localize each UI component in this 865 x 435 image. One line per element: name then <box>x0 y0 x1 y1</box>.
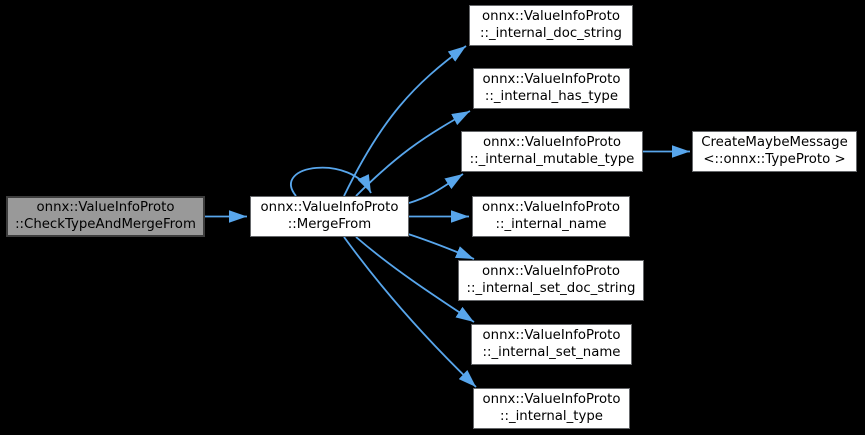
node-internal-doc-string[interactable]: onnx::ValueInfoProto ::_internal_doc_str… <box>469 5 633 46</box>
edge-mergefrom-to-internal-mutable-type <box>408 173 464 204</box>
node-internal-mutable-type[interactable]: onnx::ValueInfoProto ::_internal_mutable… <box>461 131 643 172</box>
edge-mergefrom-to-internal-doc-string <box>343 45 467 197</box>
node-mergefrom[interactable]: onnx::ValueInfoProto ::MergeFrom <box>250 196 409 237</box>
node-label-line: ::CheckTypeAndMergeFrom <box>15 216 196 232</box>
node-label-line: <::onnx::TypeProto > <box>703 151 846 167</box>
node-label-line: ::_internal_name <box>495 216 607 232</box>
node-label-line: onnx::ValueInfoProto <box>483 135 621 150</box>
node-label-line: onnx::ValueInfoProto <box>482 392 621 407</box>
node-label-line: onnx::ValueInfoProto <box>482 200 620 215</box>
node-label-line: ::_internal_type <box>500 408 603 424</box>
node-internal-name[interactable]: onnx::ValueInfoProto ::_internal_name <box>472 196 630 237</box>
node-internal-has-type[interactable]: onnx::ValueInfoProto ::_internal_has_typ… <box>473 68 630 109</box>
node-checktypeandmergefrom[interactable]: onnx::ValueInfoProto ::CheckTypeAndMerge… <box>6 196 205 237</box>
edge-mergefrom-self-loop <box>290 166 372 197</box>
node-label-line: ::MergeFrom <box>287 216 372 232</box>
node-label-line: CreateMaybeMessage <box>701 135 848 150</box>
node-label-line: onnx::ValueInfoProto <box>36 200 175 215</box>
node-label-line: onnx::ValueInfoProto <box>482 264 620 279</box>
node-label-line: ::_internal_set_name <box>482 344 621 360</box>
edge-mergefrom-to-internal-type <box>343 236 477 388</box>
node-label-line: onnx::ValueInfoProto <box>482 72 621 87</box>
node-internal-set-name[interactable]: onnx::ValueInfoProto ::_internal_set_nam… <box>471 324 632 365</box>
edge-mergefrom-to-internal-has-type <box>355 110 471 197</box>
node-internal-type[interactable]: onnx::ValueInfoProto ::_internal_type <box>473 388 630 429</box>
node-createmaybemessage[interactable]: CreateMaybeMessage <::onnx::TypeProto > <box>692 131 857 172</box>
node-label-line: ::_internal_mutable_type <box>469 151 635 167</box>
node-label-line: onnx::ValueInfoProto <box>482 9 620 24</box>
node-label-line: ::_internal_set_doc_string <box>466 280 636 296</box>
node-label-line: onnx::ValueInfoProto <box>260 200 399 215</box>
edge-mergefrom-to-internal-set-name <box>355 236 475 323</box>
node-label-line: ::_internal_doc_string <box>480 25 622 41</box>
edge-mergefrom-to-internal-set-doc-string <box>404 232 475 260</box>
node-label-line: ::_internal_has_type <box>484 88 619 104</box>
node-internal-set-doc-string[interactable]: onnx::ValueInfoProto ::_internal_set_doc… <box>458 260 644 301</box>
node-label-line: onnx::ValueInfoProto <box>482 328 621 343</box>
